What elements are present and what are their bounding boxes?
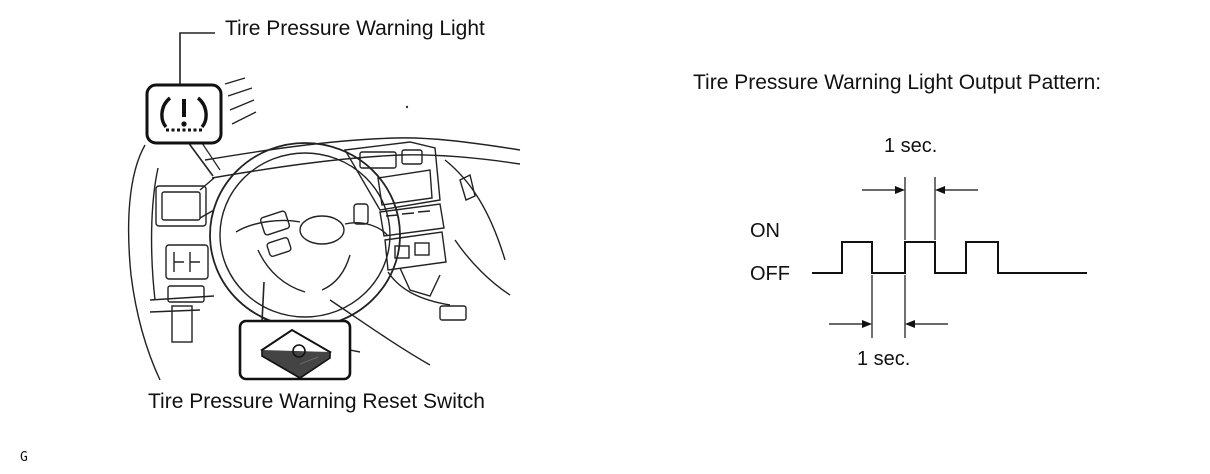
reset-switch-label: Tire Pressure Warning Reset Switch bbox=[148, 390, 485, 413]
steering-wheel bbox=[209, 142, 401, 328]
tire-pressure-reset-switch-icon bbox=[238, 319, 352, 381]
dashboard-illustration bbox=[127, 32, 521, 381]
tire-pressure-warning-light-icon bbox=[145, 83, 223, 145]
warning-light-label: Tire Pressure Warning Light bbox=[225, 17, 485, 40]
top-interval-label: 1 sec. bbox=[884, 135, 938, 157]
on-off-waveform bbox=[812, 241, 1087, 274]
bottom-interval-label: 1 sec. bbox=[857, 348, 911, 370]
output-pattern-title: Tire Pressure Warning Light Output Patte… bbox=[693, 71, 1102, 94]
on-label: ON bbox=[750, 220, 780, 242]
corner-mark: G bbox=[20, 450, 28, 465]
reset-switch-leader bbox=[261, 281, 265, 323]
output-pattern-diagram bbox=[812, 177, 1087, 338]
off-label: OFF bbox=[750, 263, 790, 285]
warning-light-callout-line bbox=[179, 32, 215, 84]
